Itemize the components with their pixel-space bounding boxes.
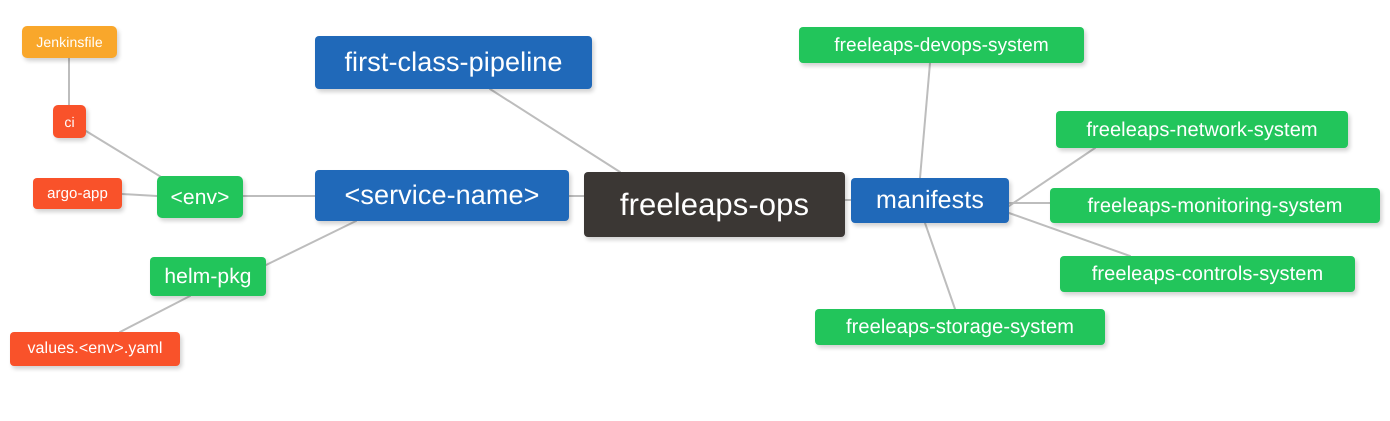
mindmap-node-label: helm-pkg (164, 265, 252, 288)
mindmap-node-label: values.<env>.yaml (27, 340, 163, 357)
mindmap-node-label: ci (64, 113, 75, 130)
mindmap-node-service-name[interactable]: <service-name> (315, 170, 569, 221)
mindmap-node-label: manifests (876, 186, 984, 214)
mindmap-node-freeleaps-monitoring-system[interactable]: freeleaps-monitoring-system (1050, 188, 1380, 223)
mindmap-node-freeleaps-ops[interactable]: freeleaps-ops (584, 172, 845, 237)
mindmap-node-values-env-yaml[interactable]: values.<env>.yaml (10, 332, 180, 366)
mindmap-node-first-class-pipeline[interactable]: first-class-pipeline (315, 36, 592, 89)
edge-manifests-to-freeleaps-storage-system (924, 222, 956, 310)
mindmap-node-label: argo-app (47, 185, 108, 202)
mindmap-node-freeleaps-controls-system[interactable]: freeleaps-controls-system (1060, 256, 1355, 292)
mindmap-node-label: freeleaps-monitoring-system (1087, 194, 1343, 217)
mindmap-node-label: first-class-pipeline (344, 47, 563, 77)
mindmap-node-freeleaps-storage-system[interactable]: freeleaps-storage-system (815, 309, 1105, 345)
mindmap-node-freeleaps-devops-system[interactable]: freeleaps-devops-system (799, 27, 1084, 63)
mindmap-node-label: <env> (170, 185, 230, 209)
edge-ci-to-env (85, 130, 167, 181)
mindmap-node-label: freeleaps-devops-system (834, 34, 1049, 56)
mindmap-node-freeleaps-network-system[interactable]: freeleaps-network-system (1056, 111, 1348, 148)
edge-helm-pkg-to-service-name (265, 220, 357, 266)
mindmap-node-ci[interactable]: ci (53, 105, 86, 138)
mindmap-node-helm-pkg[interactable]: helm-pkg (150, 257, 266, 296)
mindmap-node-label: freeleaps-storage-system (845, 316, 1075, 338)
mindmap-node-label: <service-name> (344, 180, 540, 210)
mindmap-node-jenkinsfile[interactable]: Jenkinsfile (22, 26, 117, 58)
mindmap-node-label: freeleaps-ops (619, 187, 810, 222)
mindmap-node-label: freeleaps-network-system (1086, 118, 1318, 141)
edge-values-env-yaml-to-helm-pkg (119, 295, 191, 333)
mindmap-node-label: freeleaps-controls-system (1091, 263, 1324, 285)
edge-argo-app-to-env (121, 193, 158, 197)
edge-manifests-to-freeleaps-devops-system (919, 62, 931, 179)
mindmap-node-env[interactable]: <env> (157, 176, 243, 218)
mindmap-node-manifests[interactable]: manifests (851, 178, 1009, 223)
mindmap-node-label: Jenkinsfile (36, 34, 103, 50)
mindmap-node-argo-app[interactable]: argo-app (33, 178, 122, 209)
edge-first-class-pipeline-to-freeleaps-ops (489, 88, 621, 173)
